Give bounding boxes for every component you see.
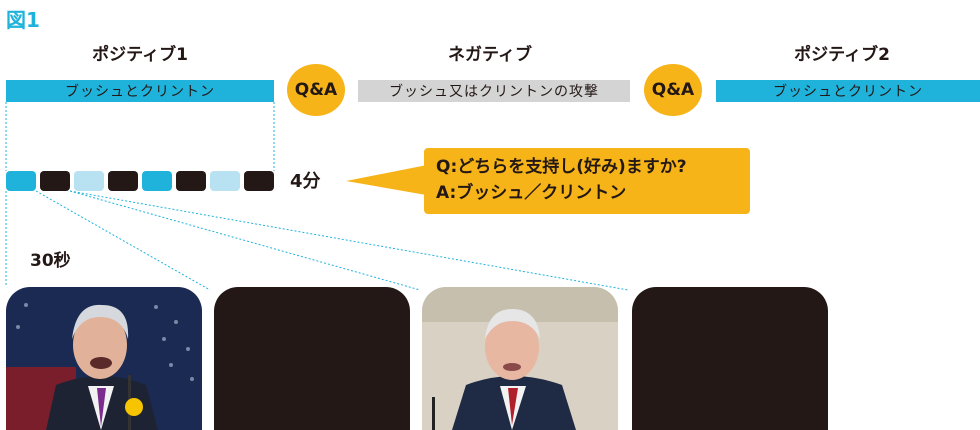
qa-badge: Q&A bbox=[287, 64, 345, 116]
zoom-line bbox=[69, 190, 421, 291]
duration-label: 4分 bbox=[290, 171, 321, 192]
clip-card-blank bbox=[214, 287, 410, 430]
clip-card-clinton bbox=[6, 287, 202, 430]
phase-bar-positive-1: ブッシュとクリントン bbox=[6, 80, 274, 102]
clip-card-blank bbox=[632, 287, 828, 430]
segment-negative bbox=[40, 171, 70, 191]
qa-badge: Q&A bbox=[644, 64, 702, 116]
callout-question: Q:どちらを支持し(好み)ますか? bbox=[436, 157, 687, 177]
zoom-line bbox=[69, 190, 629, 291]
phase-title-positive-2: ポジティブ2 bbox=[794, 45, 890, 65]
question-callout: Q:どちらを支持し(好み)ますか? A:ブッシュ／クリントン bbox=[424, 148, 750, 214]
segment-neutral bbox=[210, 171, 240, 191]
phase-bar-negative: ブッシュ又はクリントンの攻撃 bbox=[358, 80, 630, 102]
phase-title-negative: ネガティブ bbox=[448, 45, 532, 65]
phase-bar-positive-2: ブッシュとクリントン bbox=[716, 80, 980, 102]
segment-positive bbox=[6, 171, 36, 191]
callout-pointer bbox=[346, 164, 432, 196]
clip-right-line bbox=[35, 190, 211, 291]
clip-card-bush bbox=[422, 287, 618, 430]
segment-negative bbox=[244, 171, 274, 191]
phase-title-positive-1: ポジティブ1 bbox=[92, 45, 188, 65]
segment-positive bbox=[142, 171, 172, 191]
segment-negative bbox=[108, 171, 138, 191]
george-hw-bush-photo bbox=[422, 287, 618, 430]
bill-clinton-photo bbox=[6, 287, 202, 430]
segment-neutral bbox=[74, 171, 104, 191]
segment-negative bbox=[176, 171, 206, 191]
figure-label: 図1 bbox=[6, 8, 40, 32]
callout-answer: A:ブッシュ／クリントン bbox=[436, 183, 627, 203]
clip-duration-label: 30秒 bbox=[30, 251, 71, 271]
